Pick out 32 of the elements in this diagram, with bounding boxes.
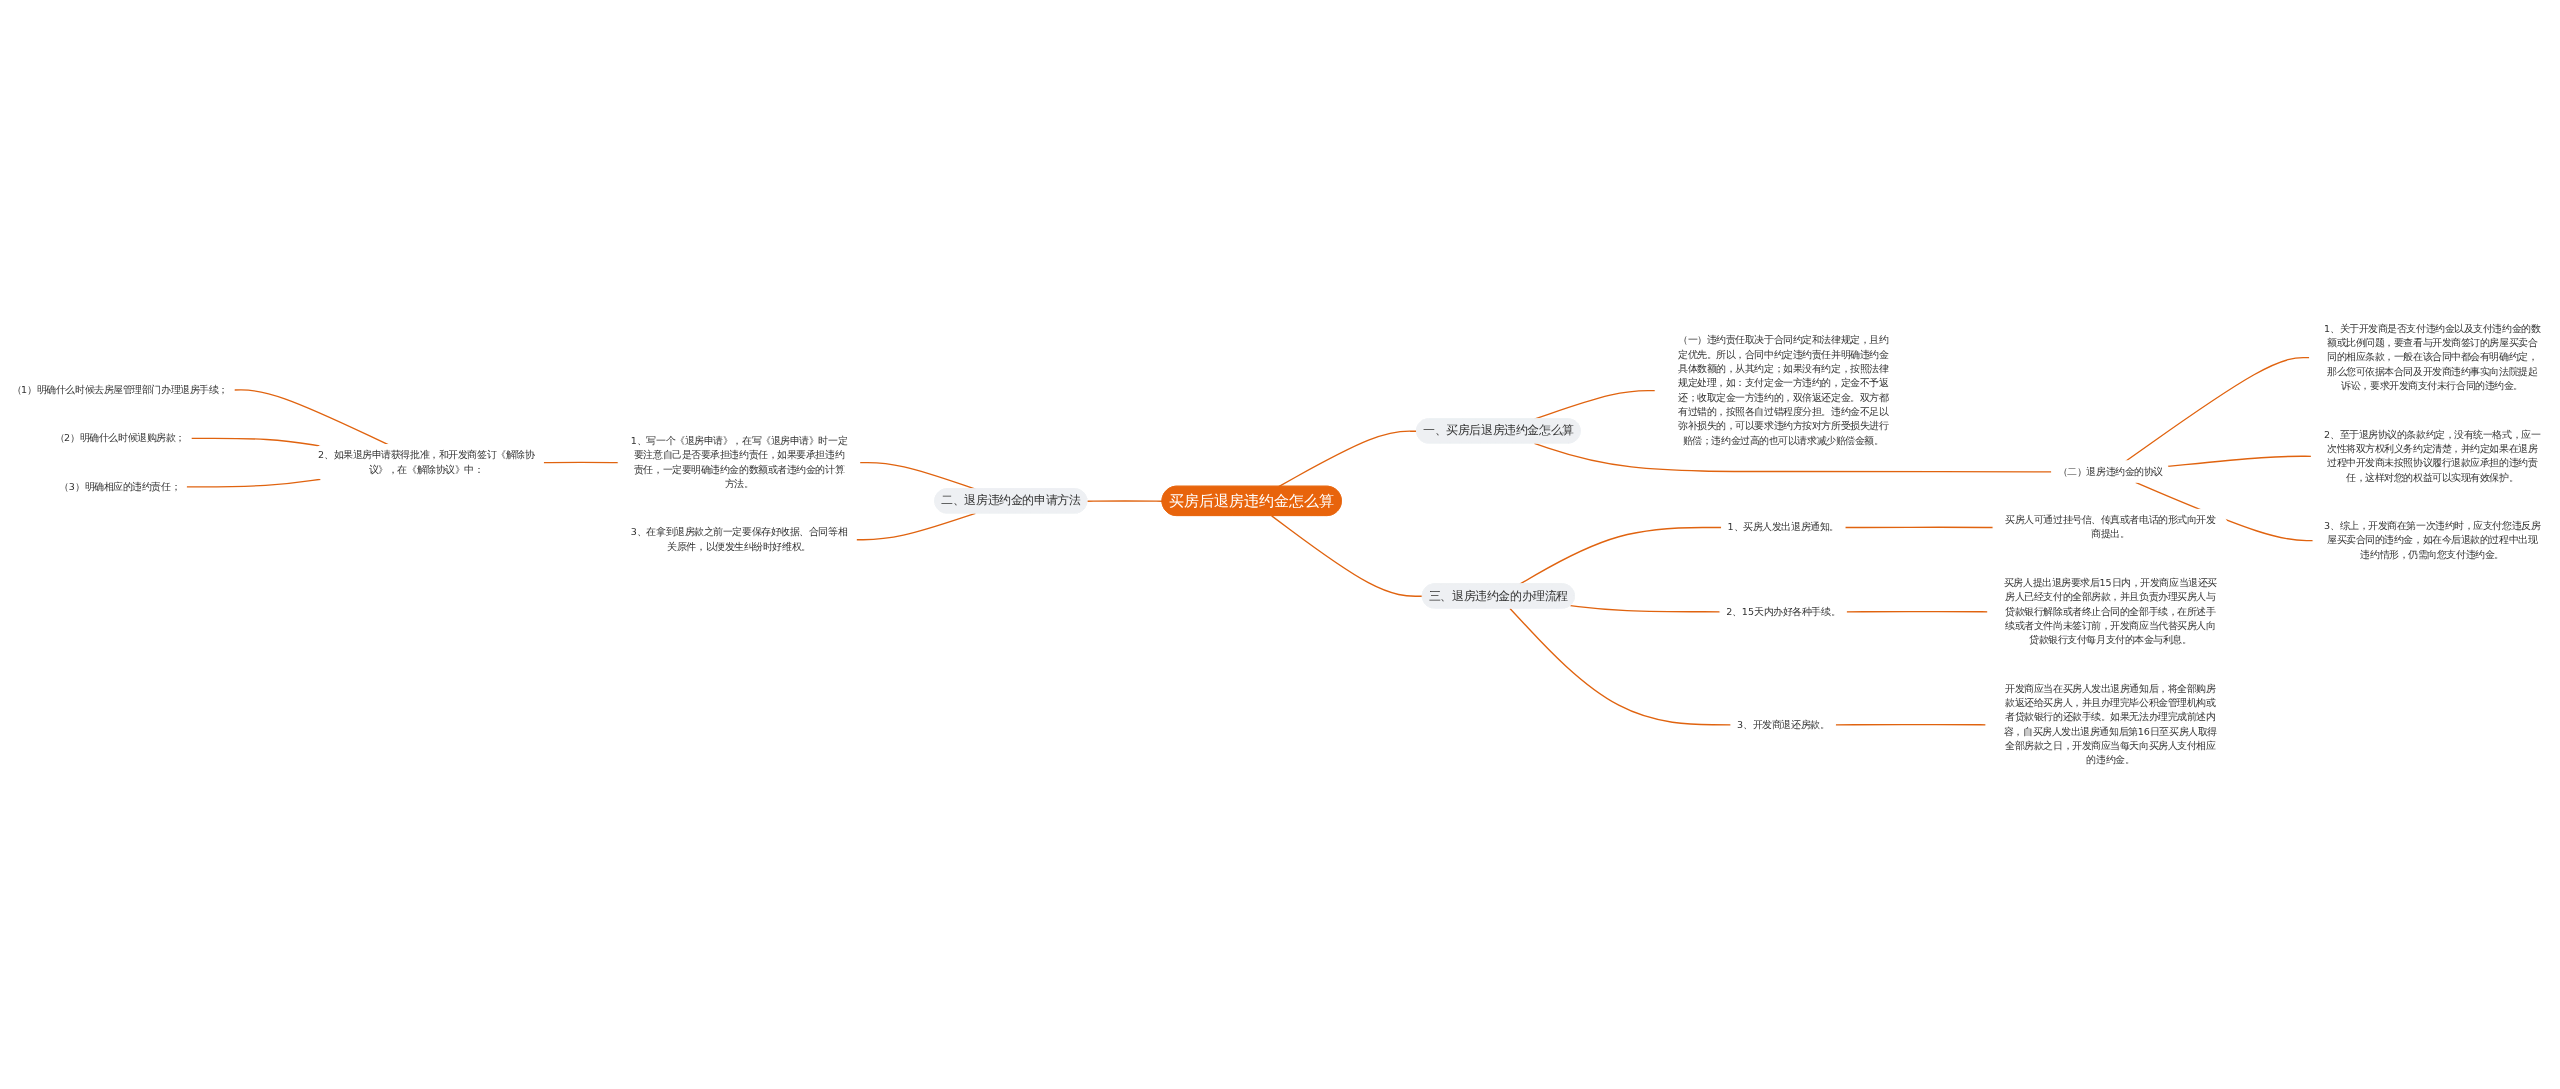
connector (190, 437, 322, 447)
connector (542, 461, 620, 464)
connector (1271, 515, 1424, 597)
node-text: 3、在拿到退房款之前一定要保存好收据、合同等相关原件，以便发生纠纷时好维权。 (630, 526, 848, 552)
node-text: 2、如果退房申请获得批准，和开发商签订《解除协议》，在《解除协议》中： (317, 449, 535, 475)
connector (2167, 455, 2313, 468)
node-text: 1、买房人发出退房通知。 (1727, 521, 1839, 533)
node-text: 2、15天内办好各种手续。 (1726, 605, 1841, 617)
node-text: （1）明确什么时候去房屋管理部门办理退房手续； (11, 383, 228, 395)
connector (1519, 526, 1723, 585)
connector (1834, 723, 1988, 726)
node-text: 买房人提出退房要求后15日内，开发商应当退还买房人已经支付的全部房款，并且负责办理买房人与贷款银行解除或者终止合同的全部手续，在所述手续或者文件尚未签订前，开发商应当代替买房人向贷款银行支付每月支付的本金与利息。 (2003, 577, 2217, 646)
node-text: （2）明确什么时候退购房款； (54, 432, 185, 444)
node-text: （一）违约责任取决于合同约定和法律规定，且约定优先。所以，合同中约定违约责任并明确违约金具体数额的，从其约定；如果没有约定，按照法律规定处理，如：支付定金一方违约的，定金不予返还；收取定金一方违约的，双倍返还定金。双方都有过错的，按照各自过错程度分担。违约金不足以弥补损失的，可以要求违约方按对方所受损失进行赔偿；违约金过高的也可以请求减少赔偿金额。 (1678, 334, 1889, 446)
node-text: 开发商应当在买房人发出退房通知后，将全部购房款返还给买房人，并且办理完毕公积金管理机构或者贷款银行的还款手续。如果无法办理完成前述内容，自买房人发出退房通知后第16日至买房人取得全部房款之日，开发商应当每天向买房人支付相应的违约金。 (2003, 682, 2217, 766)
connector (1845, 610, 1989, 613)
connector (1086, 500, 1164, 502)
node-text: 3、综上，开发商在第一次违约时，应支付您违反房屋买卖合同的违约金，如在今后退款的过程中出现违约情形，仍需向您支付违约金。 (2323, 520, 2541, 560)
node-text: （3）明确相应的违约责任； (59, 480, 181, 492)
connector (1844, 526, 1995, 529)
node-text: 1、写一个《退房申请》，在写《退房申请》时一定要注意自己是否要承担违约责任，如果要承担违约责任，一定要明确违约金的数额或者违约金的计算方法。 (630, 435, 848, 489)
node-text: （二）退房违约金的协议 (2057, 465, 2163, 477)
connector (233, 389, 390, 446)
connector (185, 478, 322, 488)
node-text: 1、关于开发商是否支付违约金以及支付违约金的数额或比例问题，要查看与开发商签订的房屋买卖合同的相应条款，一般在该合同中都会有明确约定，那么您可依据本合同及开发商违约事实向法院提起诉讼，要求开发商支付未行合同的违约金。 (2323, 322, 2541, 392)
node-text: 买房人可通过挂号信、传真或者电话的形式向开发商提出。 (2005, 514, 2216, 540)
node-text: 3、开发商退还房款。 (1737, 718, 1830, 730)
connector (1509, 607, 1733, 726)
connector (1278, 430, 1418, 488)
connector (2124, 356, 2311, 462)
node-text: 2、至于退房协议的条款约定，没有统一格式，应一次性将双方权利义务约定清楚，并约定如果在退房过程中开发商未按照协议履行退款应承担的违约责任，这样对您的权益可以实现有效保护。 (2323, 428, 2541, 483)
connector (1569, 604, 1722, 613)
